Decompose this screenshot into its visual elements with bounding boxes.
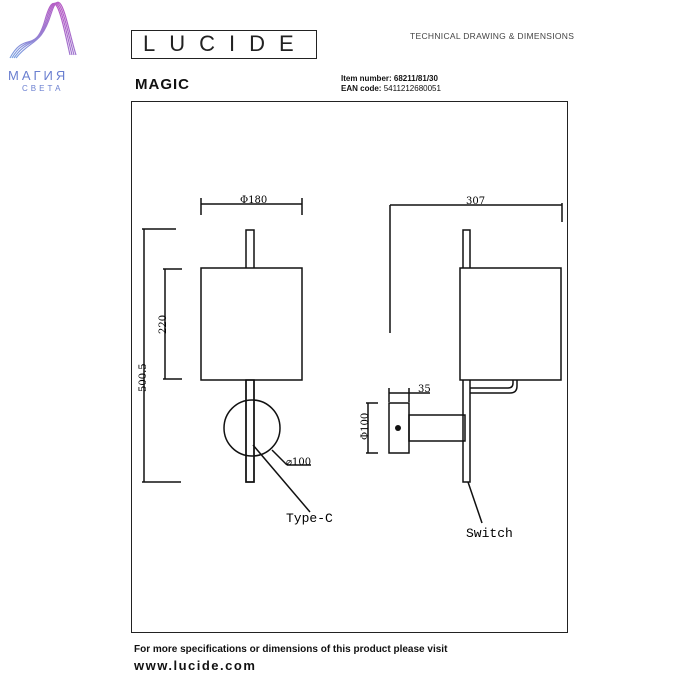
dealer-logo-wave-icon bbox=[9, 1, 77, 59]
drawing-frame bbox=[131, 101, 568, 633]
lucide-logo: LUCIDE bbox=[143, 31, 308, 56]
side-arm bbox=[408, 414, 466, 442]
item-label: Item number: bbox=[341, 74, 392, 83]
dim-shade-diameter: Φ180 bbox=[240, 195, 267, 206]
document-type: TECHNICAL DRAWING & DIMENSIONS bbox=[410, 31, 575, 41]
dealer-logo-text: МАГИЯ bbox=[8, 68, 69, 83]
lucide-logo-frame bbox=[131, 30, 317, 59]
dim-shade-height: 220 bbox=[158, 315, 169, 334]
ean-label: EAN code: bbox=[341, 84, 382, 93]
dealer-logo-subtext: СВЕТА bbox=[22, 84, 64, 93]
dim-base-diameter-front: ⌀100 bbox=[286, 457, 311, 468]
footer-note: For more specifications or dimensions of… bbox=[134, 644, 448, 655]
label-type-c: Type-C bbox=[286, 511, 333, 526]
product-name: MAGIC bbox=[135, 76, 190, 93]
ean-value: 5411212680051 bbox=[383, 84, 441, 93]
side-base-screw bbox=[395, 425, 401, 431]
label-switch: Switch bbox=[466, 526, 513, 541]
front-shade bbox=[200, 267, 303, 381]
side-shade bbox=[459, 267, 562, 381]
front-base-circle bbox=[223, 399, 281, 457]
item-number: Item number: 68211/81/30 bbox=[341, 74, 438, 83]
dim-total-height: 500.5 bbox=[138, 363, 149, 392]
dim-depth: 307 bbox=[466, 196, 485, 207]
dim-base-depth: 35 bbox=[418, 384, 431, 395]
item-value: 68211/81/30 bbox=[393, 74, 438, 83]
ean-code: EAN code: 5411212680051 bbox=[341, 84, 441, 93]
dim-base-diameter-side: Φ100 bbox=[360, 413, 371, 440]
footer-url-link[interactable]: www.lucide.com bbox=[134, 658, 257, 673]
